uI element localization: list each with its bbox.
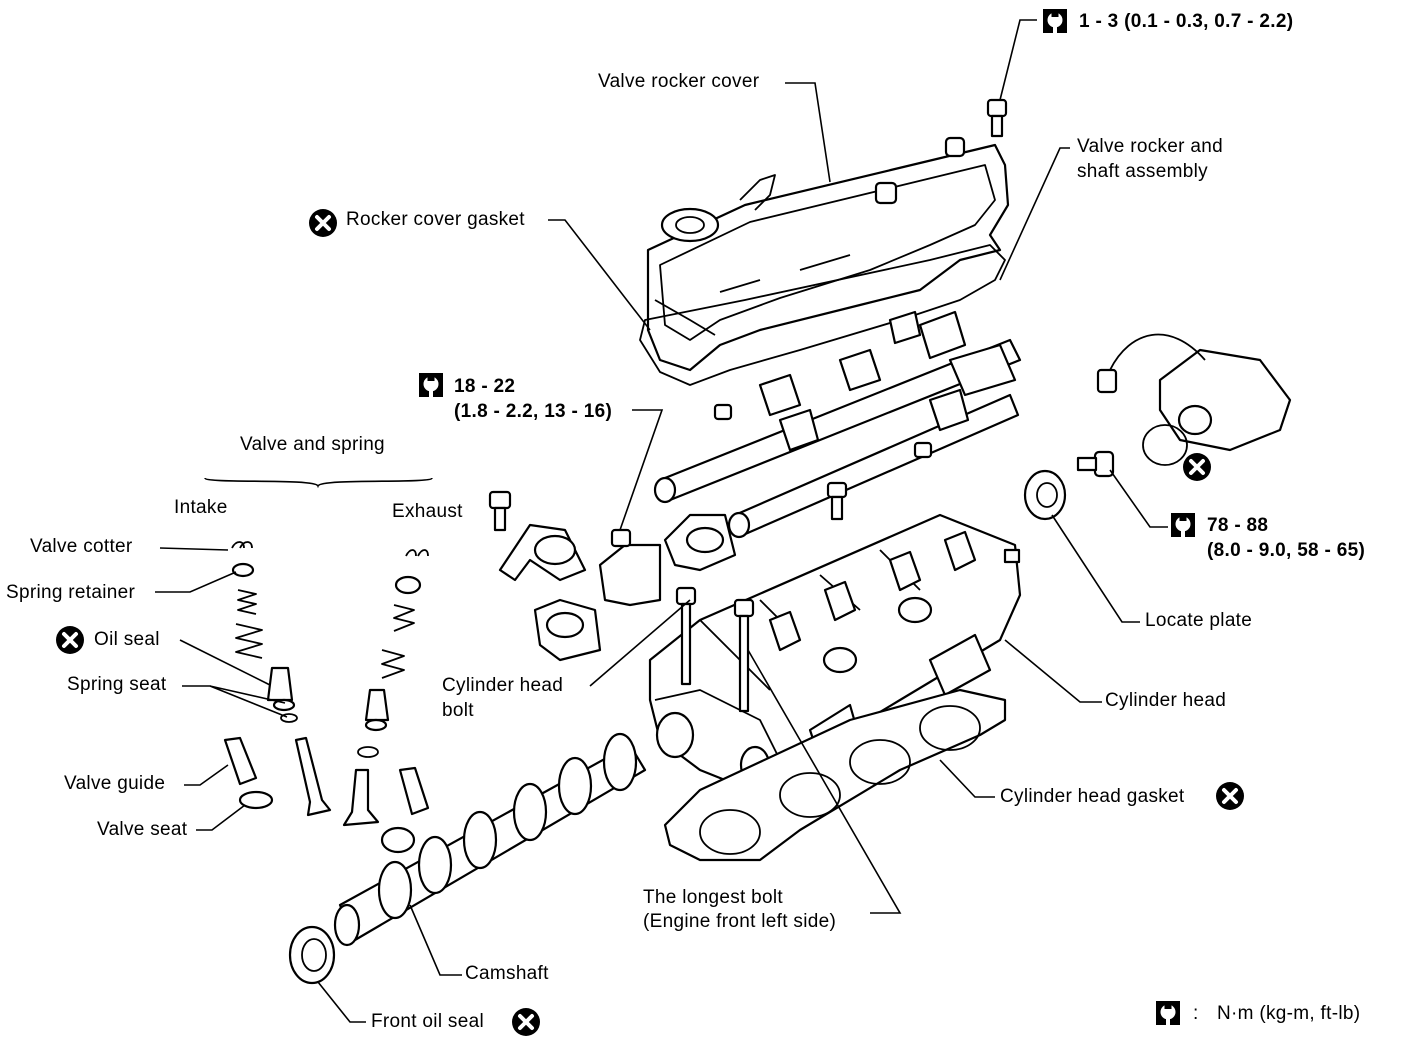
do-not-reuse-icon bbox=[511, 1007, 541, 1037]
valve-guide-label: Valve guide bbox=[64, 773, 166, 794]
spring-retainer-label: Spring retainer bbox=[6, 582, 136, 603]
legend-separator: : bbox=[1193, 1003, 1199, 1024]
valve-rocker-cover-label: Valve rocker cover bbox=[598, 71, 760, 92]
valve-cotter-label: Valve cotter bbox=[30, 536, 133, 557]
rocker-shaft-torque-1: 18 - 22 bbox=[454, 376, 516, 397]
longest-bolt-label-1: The longest bolt bbox=[643, 887, 783, 908]
cylinder-head-bolt-label-1: Cylinder head bbox=[442, 675, 564, 696]
locate-plate-part bbox=[1023, 469, 1067, 521]
camshaft-label: Camshaft bbox=[465, 963, 549, 984]
distributor bbox=[1096, 333, 1292, 466]
intake-valve-parts bbox=[223, 541, 332, 817]
do-not-reuse-icon bbox=[1182, 452, 1212, 482]
cover-nut-torque: 1 - 3 (0.1 - 0.3, 0.7 - 2.2) bbox=[1079, 11, 1294, 32]
front-oil-seal-part bbox=[288, 925, 336, 985]
intake-label: Intake bbox=[174, 497, 228, 518]
do-not-reuse-icon bbox=[1215, 781, 1245, 811]
do-not-reuse-icon bbox=[55, 625, 85, 655]
torque-wrench-icon bbox=[1170, 512, 1196, 538]
valve-rocker-shaft-label-1: Valve rocker and bbox=[1077, 136, 1223, 157]
valve-rocker-cover bbox=[646, 136, 1010, 372]
rocker-cover-gasket-label: Rocker cover gasket bbox=[346, 209, 525, 230]
do-not-reuse-icon bbox=[308, 208, 338, 238]
exhaust-valve-parts bbox=[342, 549, 430, 854]
leader-lines bbox=[155, 19, 1168, 1023]
cylinder-head-gasket-label: Cylinder head gasket bbox=[1000, 786, 1185, 807]
exhaust-label: Exhaust bbox=[392, 501, 463, 522]
camshaft-brackets bbox=[488, 481, 848, 662]
oil-seal-label: Oil seal bbox=[94, 629, 160, 650]
rocker-cover-gasket bbox=[639, 244, 1006, 386]
cylinder-head-bolt-label-2: bolt bbox=[442, 700, 474, 721]
valve-rocker-shaft-label-2: shaft assembly bbox=[1077, 161, 1208, 182]
cylinder-head-label: Cylinder head bbox=[1105, 690, 1227, 711]
locate-plate-label: Locate plate bbox=[1145, 610, 1253, 631]
valve-and-spring-heading: Valve and spring bbox=[240, 434, 385, 455]
front-oil-seal-label: Front oil seal bbox=[371, 1011, 484, 1032]
cylinder-head-gasket bbox=[663, 688, 1007, 862]
torque-wrench-icon bbox=[1155, 1000, 1181, 1026]
spring-seat-label: Spring seat bbox=[67, 674, 167, 695]
cam-bolt-torque-1: 78 - 88 bbox=[1207, 515, 1269, 536]
cover-nut bbox=[986, 98, 1008, 138]
rocker-shaft-torque-2: (1.8 - 2.2, 13 - 16) bbox=[454, 401, 613, 422]
torque-wrench-icon bbox=[418, 372, 444, 398]
camshaft-part bbox=[333, 732, 647, 947]
valve-seat-label: Valve seat bbox=[97, 819, 188, 840]
legend-units: N·m (kg-m, ft-lb) bbox=[1217, 1003, 1361, 1024]
longest-bolt-label-2: (Engine front left side) bbox=[643, 911, 837, 932]
torque-wrench-icon bbox=[1042, 8, 1068, 34]
camshaft-bolt bbox=[1076, 450, 1115, 478]
rocker-shaft-assembly bbox=[653, 310, 1022, 539]
cam-bolt-torque-2: (8.0 - 9.0, 58 - 65) bbox=[1207, 540, 1366, 561]
